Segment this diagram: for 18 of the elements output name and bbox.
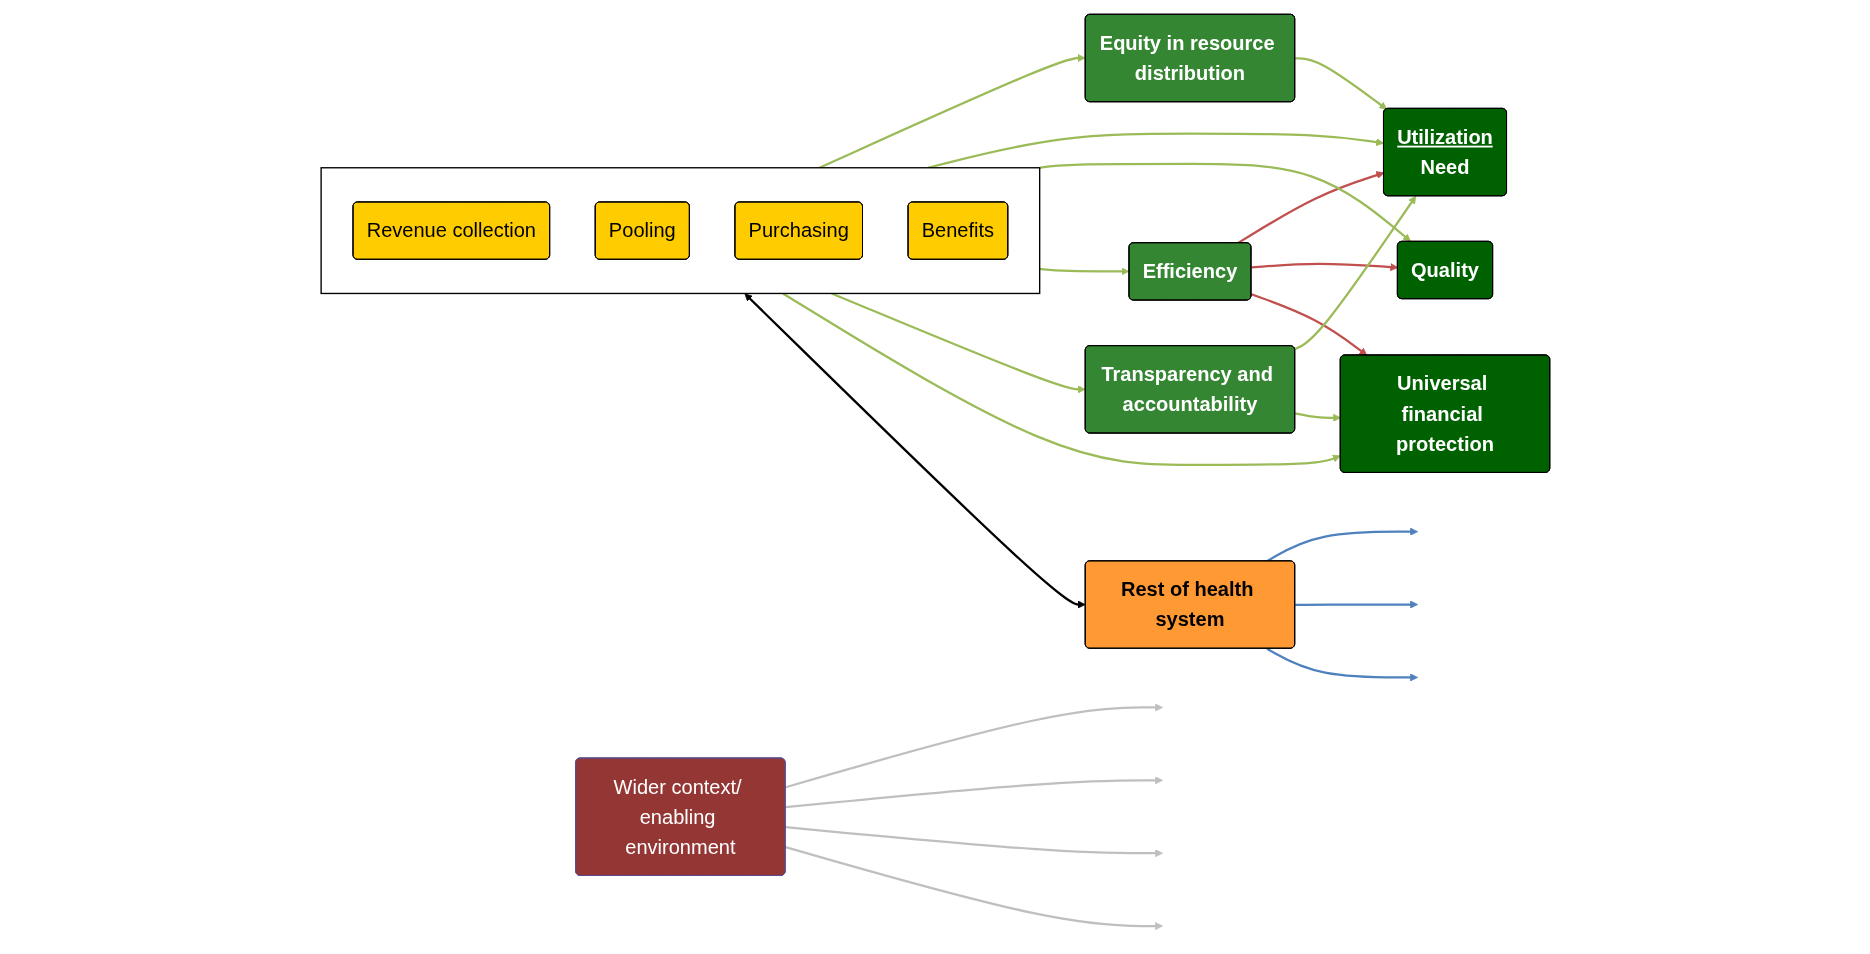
- arrow: [781, 292, 1341, 467]
- arrow: [784, 846, 1163, 931]
- cluster: [320, 167, 1040, 295]
- arrow: [1294, 412, 1341, 422]
- arrow: [784, 703, 1163, 789]
- arrow: [1294, 600, 1418, 609]
- arrow: [830, 292, 1086, 394]
- arrow: [785, 826, 1163, 858]
- arrow: [1039, 162, 1411, 242]
- arrow: [1294, 57, 1387, 110]
- arrow: [1250, 293, 1367, 356]
- arrow: [785, 776, 1163, 809]
- arrow: [818, 54, 1086, 169]
- arrow: [1039, 267, 1129, 276]
- arrow: [1293, 195, 1416, 350]
- arrow: [744, 293, 1086, 609]
- arrow: [1265, 647, 1418, 682]
- arrow: [1250, 262, 1398, 272]
